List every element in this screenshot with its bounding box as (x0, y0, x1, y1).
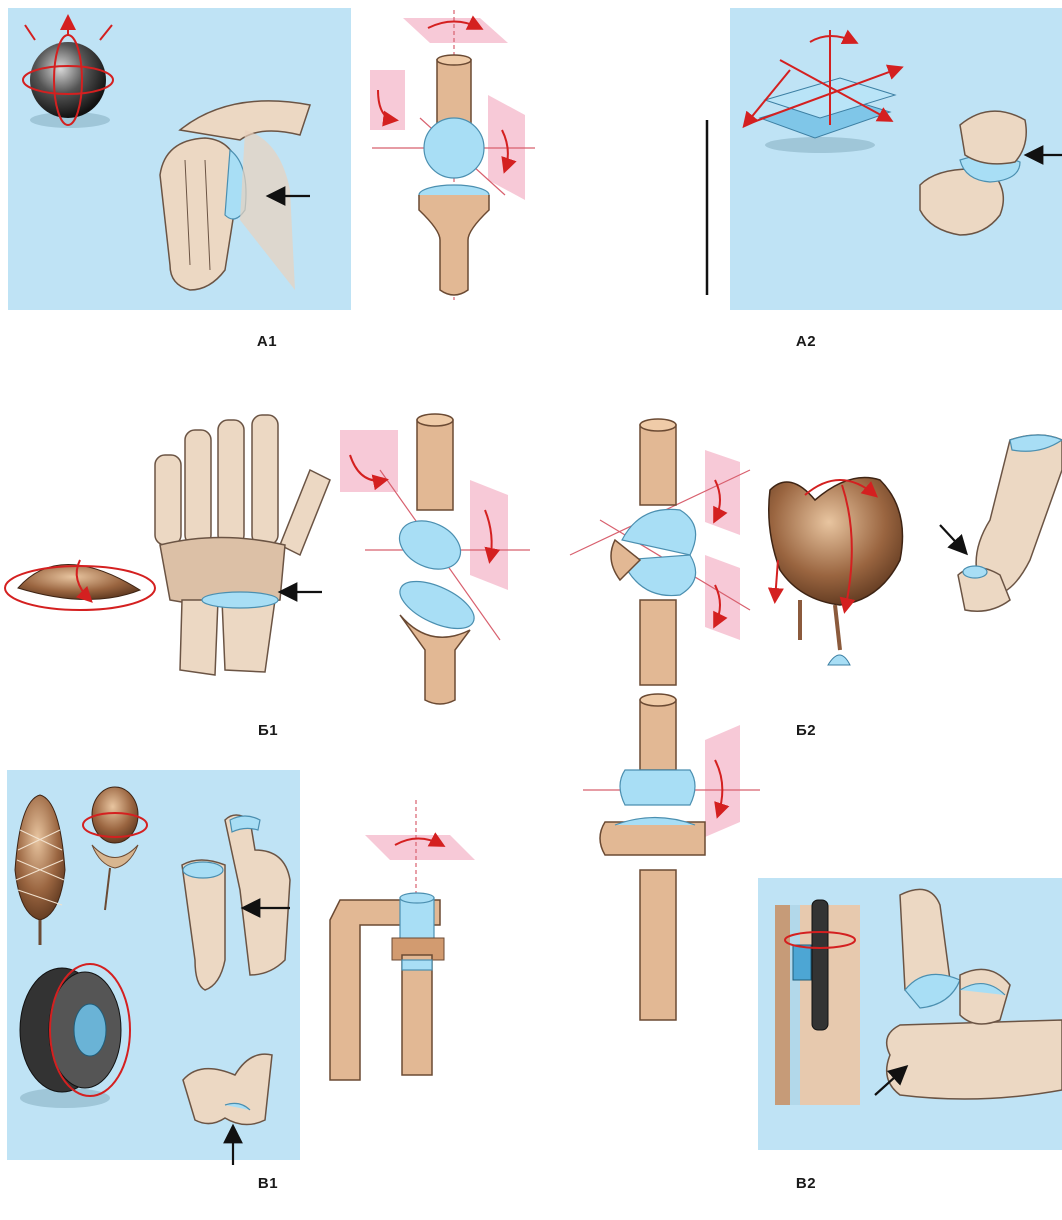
v2-door-hinge-icon (775, 900, 860, 1105)
label-v1: В1 (258, 1175, 278, 1192)
v2-elbow-joint-drawing (875, 889, 1062, 1099)
b2-saddle-joint-model (570, 419, 750, 685)
b2-saddle-icon (769, 478, 903, 666)
label-b2: Б2 (796, 722, 816, 739)
a1-ball-and-socket-model (370, 10, 535, 300)
label-b1: Б1 (258, 722, 278, 739)
b1-ellipsoid-icon (5, 560, 155, 610)
v1-pine-cone-icon (15, 795, 65, 945)
label-a2: А2 (796, 333, 816, 350)
label-v2: В2 (796, 1175, 816, 1192)
a1-sphere-icon (23, 18, 113, 128)
v1-radioulnar-joint-drawing (182, 815, 290, 1165)
a2-carpal-joint-drawing (920, 111, 1062, 235)
a2-stacked-plates-icon (745, 30, 900, 153)
v1-pivot-joint-model (330, 800, 475, 1080)
b1-ellipsoid-joint-model (340, 414, 530, 704)
label-a1: А1 (257, 333, 277, 350)
v1-acorn-icon (83, 787, 147, 910)
v2-hinge-joint-model (583, 694, 760, 1020)
b1-wrist-hand-drawing (155, 415, 330, 675)
b2-thumb-joint-drawing (940, 435, 1062, 611)
v1-tire-icon (20, 964, 130, 1108)
a1-shoulder-joint-drawing (160, 101, 310, 290)
